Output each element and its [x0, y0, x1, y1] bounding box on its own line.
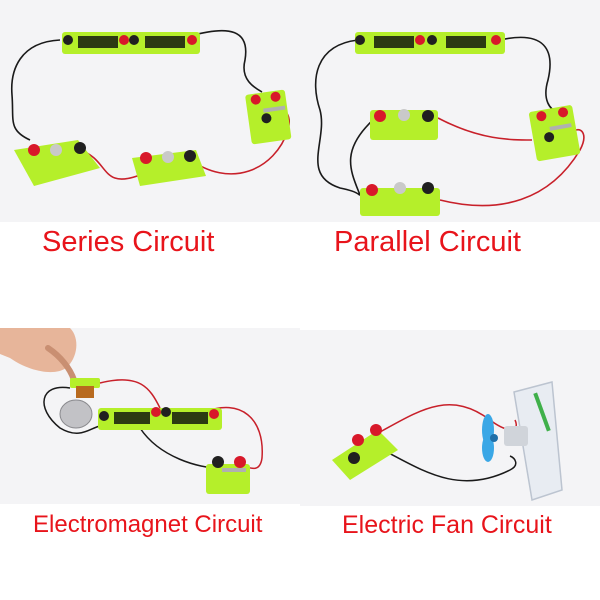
- switch-module: [332, 424, 398, 480]
- caption-electromagnet-circuit: Electromagnet Circuit: [33, 511, 263, 538]
- fan-housing: [504, 381, 563, 501]
- coin: [59, 399, 93, 429]
- lamp-module: [370, 109, 438, 140]
- battery-holder: [98, 407, 222, 430]
- switch-module: [206, 456, 250, 494]
- lamp-module: [360, 182, 440, 216]
- electromagnet-circuit-photo: [0, 328, 300, 504]
- switch-module: [245, 89, 292, 145]
- lamp-module: [14, 140, 100, 186]
- caption-electric-fan-circuit: Electric Fan Circuit: [342, 511, 552, 539]
- electric-fan-circuit-photo: [300, 330, 600, 506]
- caption-parallel-circuit: Parallel Circuit: [334, 226, 521, 258]
- series-circuit-photo: [0, 0, 300, 222]
- electromagnet-coil: [70, 378, 100, 398]
- battery-holder: [355, 32, 505, 54]
- switch-module: [529, 105, 581, 162]
- caption-series-circuit: Series Circuit: [42, 226, 215, 258]
- parallel-circuit-photo: [300, 0, 600, 222]
- battery-holder: [62, 32, 200, 54]
- lamp-module: [132, 150, 206, 186]
- fan-blade: [482, 414, 498, 462]
